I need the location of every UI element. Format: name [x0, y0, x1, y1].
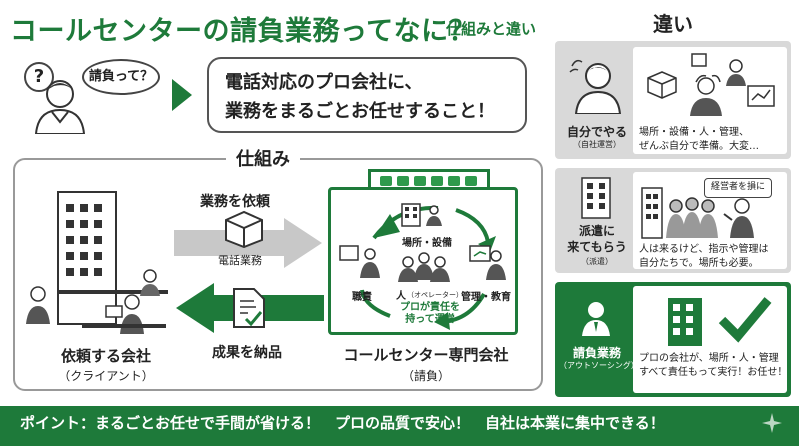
diff-self-sublabel: （自社運営） [573, 140, 621, 149]
pro-operation-text: プロが責任を 持って運営 [391, 302, 469, 326]
diff-outsourcing-desc-1: プロの会社が、場所・人・管理 [639, 353, 779, 364]
question-bubble: 請負って？ [82, 59, 160, 95]
answer-box: 電話対応のプロ会社に、 業務をまるごとお任せすること！ [207, 57, 527, 133]
package-box-icon [225, 210, 263, 248]
diff-self-label: 自分でやる [566, 125, 627, 139]
mechanism-heading: 仕組み [226, 145, 300, 171]
client-label: 依頼する会社 [60, 347, 151, 365]
center-label-people-sub: （オペレーター） [407, 291, 463, 299]
diff-dispatch-label-1: 派遣に [578, 224, 615, 238]
center-label-role: 職責 [352, 292, 372, 303]
question-mark-bubble: ? [24, 62, 54, 92]
page-title: コールセンターの請負業務ってなに？ [10, 16, 477, 47]
dispatched-workers-icon [641, 187, 754, 239]
diff-dispatch-desc-2: 自分たちで。場所も必要。 [639, 258, 759, 269]
building-window [431, 176, 443, 186]
building-window [414, 176, 426, 186]
diff-self-desc-1: 場所・設備・人・管理、 [639, 127, 749, 138]
differences-heading: 違い [653, 12, 693, 36]
page-subtitle: 仕組みと違い [446, 20, 537, 38]
building-window [465, 176, 477, 186]
operation-cycle-icon [339, 203, 506, 330]
building-icon [581, 177, 611, 219]
pro-text-line-2: 持って運営 [405, 314, 455, 325]
stressed-person-icon [569, 59, 622, 114]
sparkle-icon [762, 413, 782, 433]
company-label: コールセンター専門会社 [343, 346, 509, 364]
pointer-arrow-icon [172, 79, 192, 111]
diff-outsourcing-sublabel: （アウトソーシング） [559, 361, 639, 370]
request-label: 業務を依頼 [200, 194, 270, 210]
building-window [448, 176, 460, 186]
office-building-icon [26, 191, 168, 334]
diff-dispatch-sublabel: （派遣） [581, 257, 613, 266]
diff-dispatch-label-2: 来てもらう [567, 240, 627, 254]
diff-outsourcing-desc-2: すべて責任もって実行！お任せ！ [639, 367, 788, 378]
center-label-manage: 管理・教育 [461, 292, 511, 303]
answer-line-1: 電話対応のプロ会社に、 [225, 72, 423, 93]
document-check-icon [233, 288, 265, 328]
manager-speech-bubble: 経営者を損に [704, 178, 772, 198]
thinking-person-icon [34, 80, 86, 134]
self-operation-icons [647, 53, 775, 116]
deliver-label: 成果を納品 [212, 345, 282, 361]
center-label-place: 場所・設備 [402, 238, 452, 249]
answer-line-2: 業務をまるごとお任せすること！ [225, 101, 495, 122]
building-window [397, 176, 409, 186]
point-footer-banner: ポイント：まるごとお任せで手間が省ける！ プロの品質で安心！ 自社は本業に集中で… [0, 406, 799, 446]
diff-self-desc-2: ぜんぶ自分で準備。大変… [639, 141, 759, 152]
diff-dispatch-desc-1: 人は来るけど、指示や管理は [639, 244, 769, 255]
pro-text-line-1: プロが責任を [400, 302, 460, 313]
business-person-icon [582, 302, 610, 336]
building-window [380, 176, 392, 186]
client-sublabel: （クライアント） [58, 369, 154, 383]
company-sublabel: （請負） [401, 369, 450, 383]
center-label-people: 人 [396, 291, 406, 302]
green-building-check-icon [668, 297, 772, 346]
diff-outsourcing-label: 請負業務 [572, 346, 621, 360]
phone-work-label: 電話業務 [218, 254, 262, 267]
